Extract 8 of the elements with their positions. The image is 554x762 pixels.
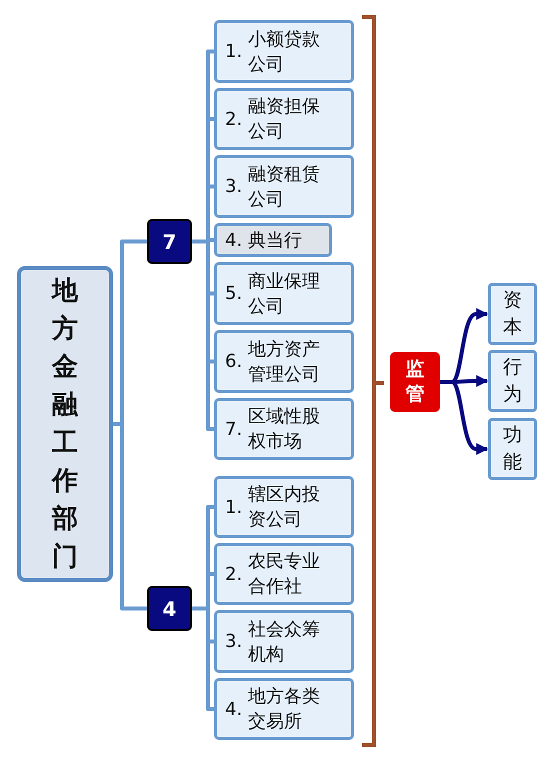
count-box: 7 — [147, 219, 192, 264]
category-box: 4. 典当行 — [214, 223, 332, 257]
aspect-box: 行为 — [488, 350, 537, 412]
supervision-box: 监管 — [390, 352, 440, 412]
department-box: 地方金融工作部门 — [17, 266, 113, 582]
count-box: 4 — [147, 586, 192, 631]
aspect-box: 资本 — [488, 283, 537, 345]
aspect-box: 功能 — [488, 418, 537, 480]
